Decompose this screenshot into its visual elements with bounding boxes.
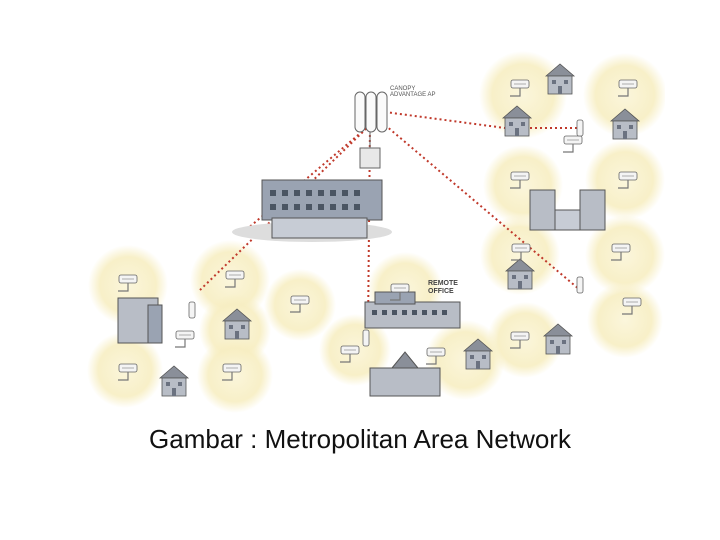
office-block-left bbox=[117, 297, 163, 344]
remote-office-building bbox=[364, 291, 461, 329]
figure-caption: Gambar : Metropolitan Area Network bbox=[149, 424, 571, 454]
main-office-building bbox=[232, 179, 392, 242]
office-block-right bbox=[529, 189, 606, 231]
access-point-tower bbox=[354, 91, 388, 169]
school-building bbox=[369, 351, 441, 397]
